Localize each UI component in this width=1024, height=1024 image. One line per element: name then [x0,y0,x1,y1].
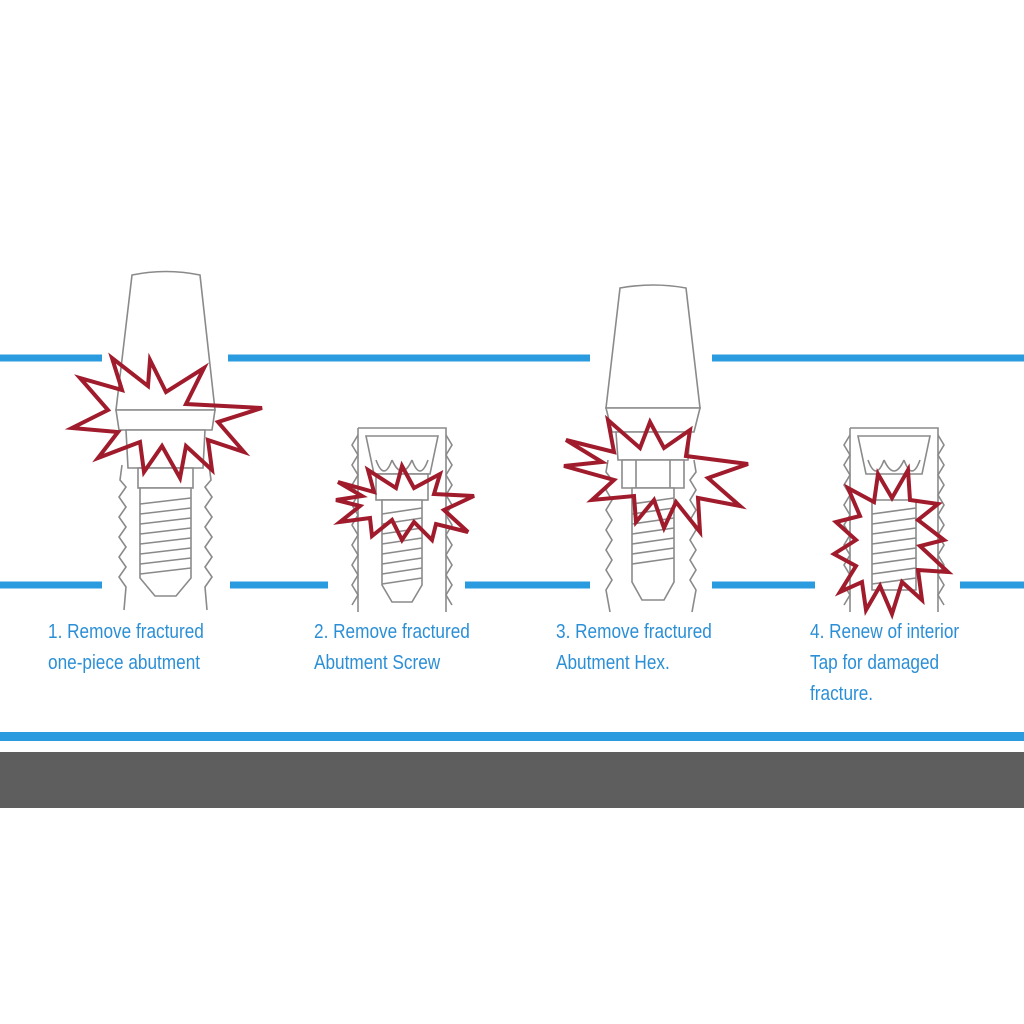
interior-tap-icon [843,427,945,612]
step-2-line-2: Abutment Screw [314,652,441,674]
step-1-line-2: one-piece abutment [48,652,201,674]
step-4-caption: 4. Renew of interior Tap for damaged fra… [810,617,959,710]
step-1-caption: 1. Remove fractured one-piece abutment [48,617,204,679]
bottom-blue-band [0,732,1024,741]
step-4-line-2: Tap for damaged [810,652,940,674]
one-piece-abutment-icon [115,270,216,611]
fracture-burst-2 [333,460,475,544]
step-2-caption: 2. Remove fractured Abutment Screw [314,617,470,679]
step-4-line-1: 4. Renew of interior [810,621,960,643]
step-3-caption: 3. Remove fractured Abutment Hex. [556,617,712,679]
step-3-line-1: 3. Remove fractured [556,621,712,643]
step-2-line-1: 2. Remove fractured [314,621,470,643]
fracture-burst-1 [64,352,263,484]
step-4-line-3: fracture. [810,683,874,705]
step-3-line-2: Abutment Hex. [556,652,670,674]
step-1-line-1: 1. Remove fractured [48,621,204,643]
fracture-burst-3 [563,414,749,539]
decorative-lines [0,354,1024,589]
footer-grey-band [0,752,1024,808]
fracture-burst-4 [830,463,954,620]
